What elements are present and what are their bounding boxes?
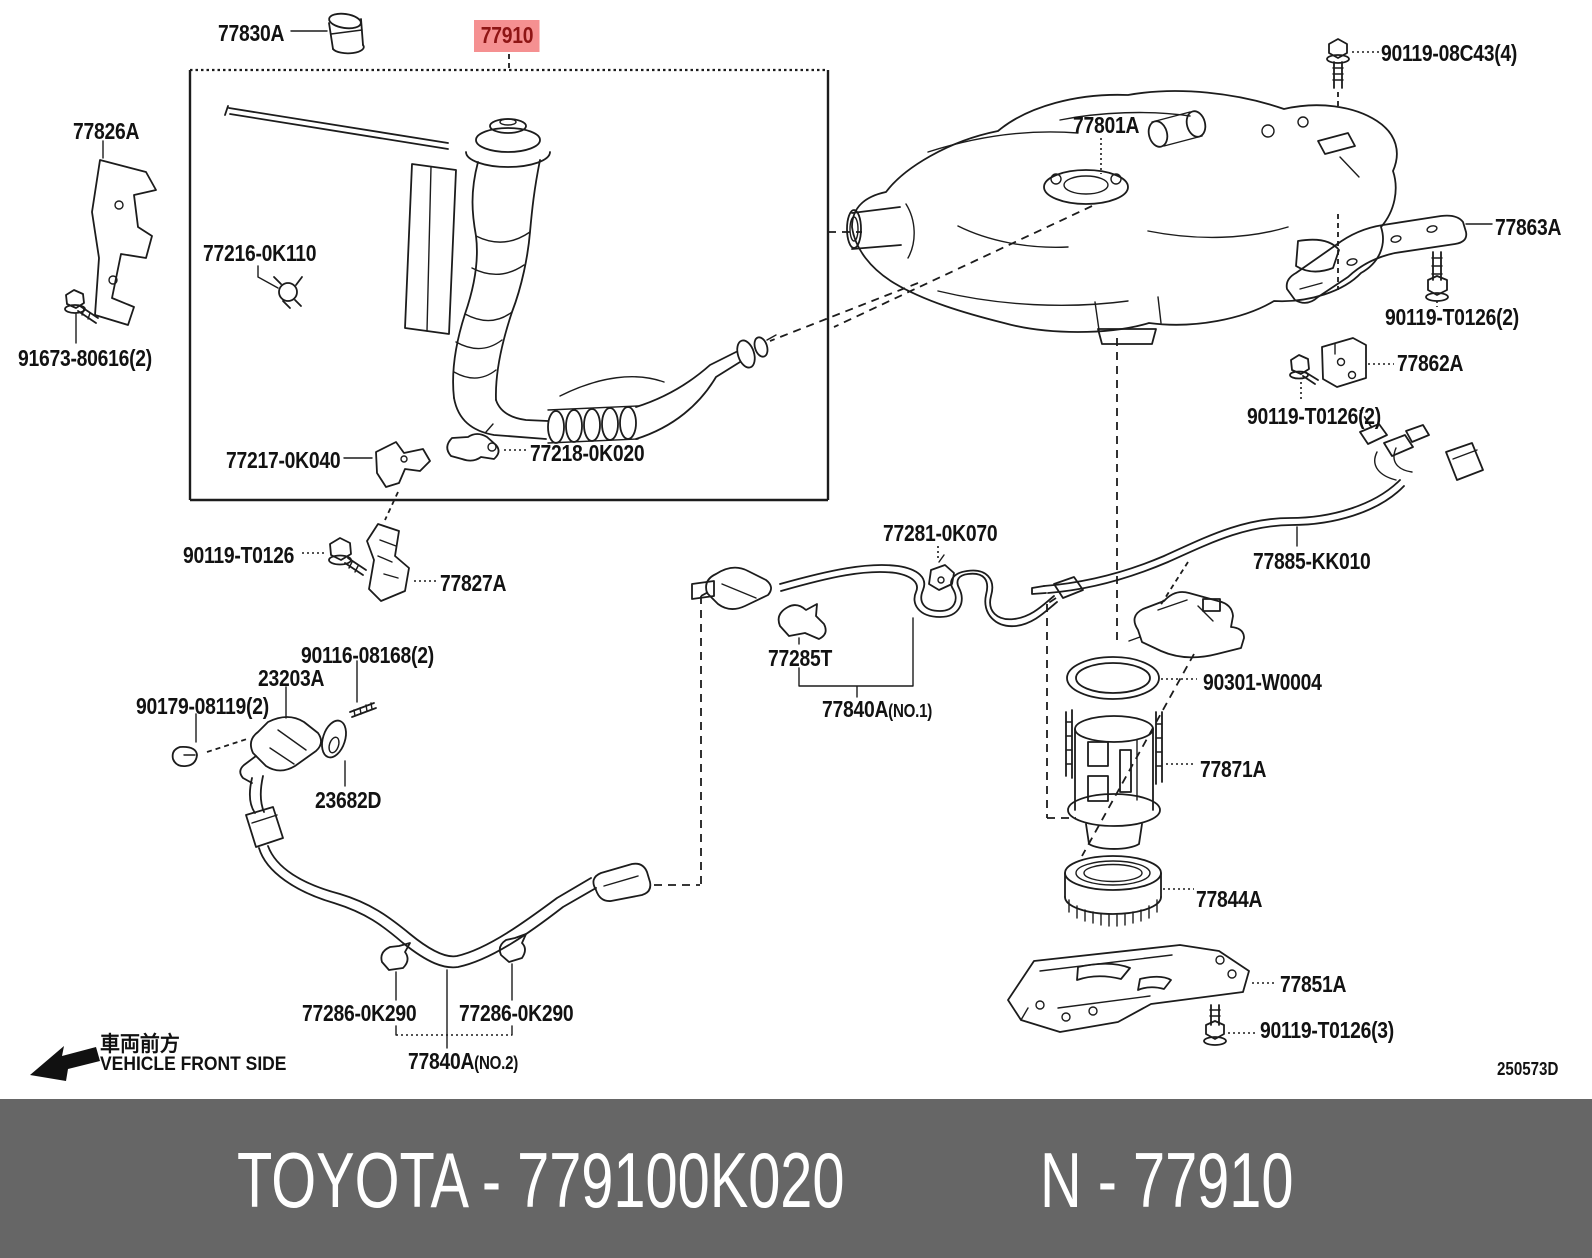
part-label-77840a-no1[interactable]: 77840A(NO.1)	[822, 696, 932, 723]
part-label-77826a[interactable]: 77826A	[73, 118, 140, 144]
part-label-90119-t0126-2a[interactable]: 90119-T0126(2)	[1385, 304, 1519, 330]
part-label-77871a[interactable]: 77871A	[1200, 756, 1267, 782]
part-number-suffix: (NO.1)	[888, 701, 933, 721]
part-label-77281-0k070[interactable]: 77281-0K070	[883, 520, 998, 546]
drawing-pump-module	[1081, 591, 1245, 857]
part-label-77827a[interactable]: 77827A	[440, 570, 507, 596]
drawing-bolt-08c43	[1326, 38, 1379, 110]
orientation-label-jp: 車両前方	[100, 1033, 180, 1056]
part-label-91673-80616[interactable]: 91673-80616(2)	[18, 345, 152, 371]
part-number: 77840A	[822, 696, 889, 722]
part-label-77801a[interactable]: 77801A	[1073, 112, 1140, 138]
part-label-77217-0k040[interactable]: 77217-0K040	[226, 447, 341, 473]
drawing-bracket-77217	[343, 441, 431, 521]
drawing-filter-77871	[1065, 709, 1196, 850]
part-label-77286-0k290-2[interactable]: 77286-0K290	[459, 1000, 574, 1026]
drawing-clamp-77218	[446, 423, 528, 462]
drawing-bracket-77862	[1289, 337, 1394, 402]
drawing-77830-cap	[290, 12, 365, 55]
part-label-90119-t0126-2b[interactable]: 90119-T0126(2)	[1247, 403, 1381, 429]
drawing-ring-77844	[1064, 855, 1194, 927]
drawing-oring-90301	[1066, 656, 1197, 700]
drawing-strap-77863	[1285, 214, 1493, 307]
part-label-77840a-no2[interactable]: 77840A(NO.2)	[408, 1048, 518, 1075]
part-number: 77840A	[408, 1048, 475, 1074]
footer-figure-number: N - 77910	[1040, 1136, 1294, 1224]
part-label-77285t[interactable]: 77285T	[768, 645, 833, 671]
part-label-77286-0k290-1[interactable]: 77286-0K290	[302, 1000, 417, 1026]
orientation-label-en: VEHICLE FRONT SIDE	[100, 1054, 287, 1075]
drawing-clamp-77216	[257, 265, 303, 309]
footer-bar: TOYOTA - 779100K020 N - 77910	[0, 1099, 1592, 1258]
drawing-filler-pipe	[224, 105, 777, 444]
part-label-77885-kk010[interactable]: 77885-KK010	[1253, 548, 1371, 574]
part-label-90119-t0126-3[interactable]: 90119-T0126(3)	[1260, 1017, 1394, 1043]
drawing-fuel-tank	[769, 90, 1398, 645]
drawing-valve-23203	[171, 660, 377, 848]
part-number-suffix: (NO.2)	[474, 1053, 519, 1073]
drawing-tube-no2	[258, 845, 652, 1049]
drawing-tube-no1	[654, 546, 1084, 886]
drawing-bracket-77826	[64, 140, 157, 344]
part-label-90119-08c43[interactable]: 90119-08C43(4)	[1381, 40, 1518, 66]
part-label-90179-08119[interactable]: 90179-08119(2)	[136, 693, 269, 719]
part-label-90301-w0004[interactable]: 90301-W0004	[1203, 669, 1322, 695]
part-label-77830a[interactable]: 77830A	[218, 20, 285, 46]
part-label-77851a[interactable]: 77851A	[1280, 971, 1347, 997]
part-label-77844a[interactable]: 77844A	[1196, 886, 1263, 912]
selection-box-77910	[188, 54, 830, 502]
drawing-number: 250573D	[1497, 1059, 1559, 1079]
part-label-77863a[interactable]: 77863A	[1495, 214, 1562, 240]
drawing-harness-77885	[1031, 409, 1484, 607]
footer-part-number: TOYOTA - 779100K020	[237, 1136, 845, 1224]
part-label-77862a[interactable]: 77862A	[1397, 350, 1464, 376]
part-label-23682d[interactable]: 23682D	[315, 787, 382, 813]
drawing-plate-77851	[1007, 944, 1277, 1046]
part-label-90116-08168[interactable]: 90116-08168(2)	[301, 642, 434, 668]
part-label-90119-t0126[interactable]: 90119-T0126	[183, 542, 295, 568]
vehicle-front-arrow-icon	[30, 1046, 100, 1081]
part-label-23203a[interactable]: 23203A	[258, 665, 325, 691]
part-label-77218-0k020[interactable]: 77218-0K020	[530, 440, 645, 466]
part-label-77216-0k110[interactable]: 77216-0K110	[203, 240, 317, 266]
part-label-77910-selected[interactable]: 77910	[474, 20, 540, 52]
drawing-bracket-77827	[302, 523, 437, 602]
